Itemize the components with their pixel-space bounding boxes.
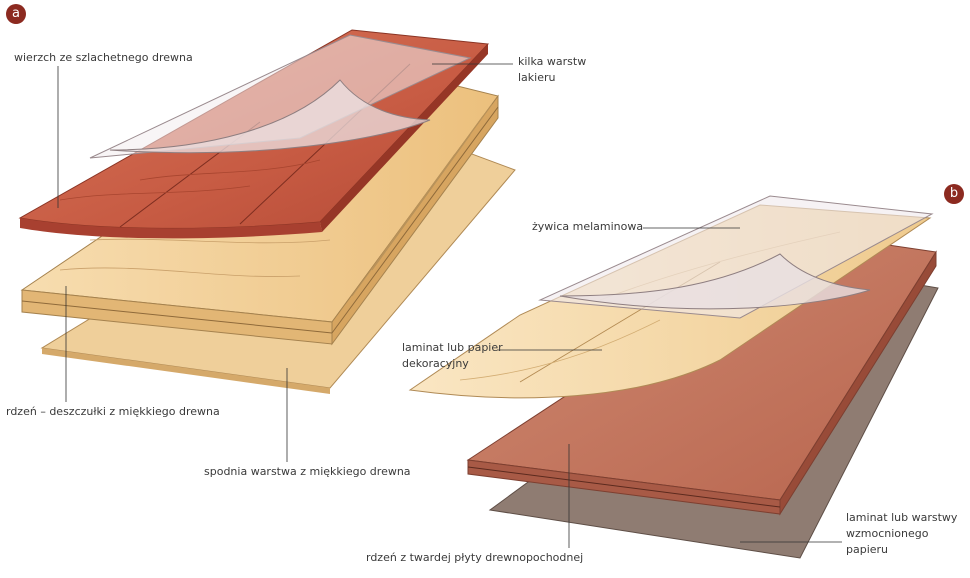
label-top-layer: wierzch ze szlachetnego drewna	[14, 51, 193, 64]
label-decor-line1: laminat lub papier	[402, 341, 503, 354]
panel-b-illustration	[408, 195, 939, 559]
label-core-b: rdzeń z twardej płyty drewnopochodnej	[366, 551, 584, 564]
label-lacquer-line1: kilka warstw	[518, 55, 587, 68]
leader-lines	[57, 63, 842, 548]
label-backing-line1: laminat lub warstwy	[846, 511, 958, 524]
label-core-a: rdzeń – deszczułki z miękkiego drewna	[6, 405, 220, 418]
label-resin: żywica melaminowa	[532, 220, 644, 233]
panel-b-badge: b	[944, 184, 964, 204]
label-lacquer-line2: lakieru	[518, 71, 556, 84]
panel-a-lacquer-sheets	[89, 34, 472, 159]
label-backing-line2: wzmocnionego	[846, 527, 929, 540]
label-bottom-a: spodnia warstwa z miękkiego drewna	[204, 465, 411, 478]
label-decor-line2: dekoracyjny	[402, 357, 469, 370]
label-backing-line3: papieru	[846, 543, 889, 556]
panel-b-resin-layer	[538, 195, 934, 319]
panel-a-badge: a	[6, 4, 26, 24]
panel-a-illustration	[18, 29, 516, 394]
